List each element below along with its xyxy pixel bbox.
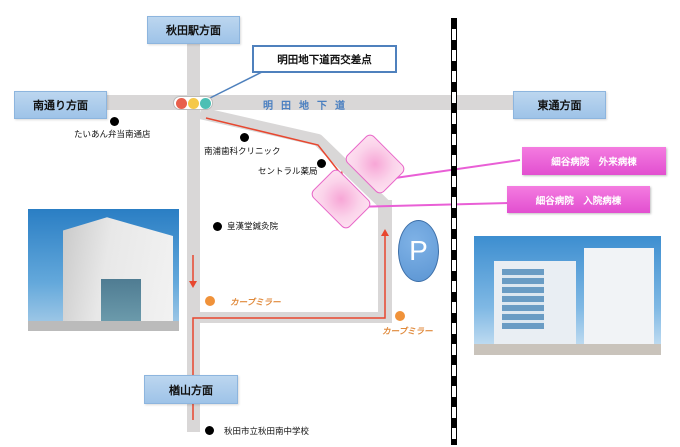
red-light — [175, 97, 187, 109]
poi-akita-minami-jhs: 秋田市立秋田南中学校 — [224, 427, 310, 437]
inpatient-ward-label: 細谷病院 入院病棟 — [507, 186, 650, 213]
poi-kokando-acupuncture: 皇漢堂鍼灸院 — [227, 222, 279, 232]
outpatient-ward-label: 細谷病院 外来病棟 — [522, 147, 666, 175]
glass-entrance — [101, 279, 141, 321]
poi-taian-bento: たいあん弁当南通店 — [74, 130, 151, 140]
road-surface — [28, 321, 179, 331]
parking-icon: P — [398, 220, 439, 282]
intersection-callout: 明田地下道西交差点 — [252, 45, 397, 73]
green-light — [199, 97, 211, 109]
road-label: 明田地下道 — [263, 101, 353, 112]
poi-marker-icon — [205, 426, 214, 435]
poi-marker-icon — [317, 159, 326, 168]
poi-minamiura-dental: 南浦歯科クリニック — [204, 147, 281, 157]
traffic-light-icon — [173, 96, 213, 110]
main-vertical-road — [187, 42, 200, 432]
direction-minami-dori: 南通り方面 — [14, 91, 107, 119]
railway-track — [451, 18, 457, 445]
curve-mirror-label: カーブミラー — [230, 298, 281, 308]
poi-marker-icon — [240, 133, 249, 142]
curve-mirror-icon — [205, 296, 215, 306]
direction-narayama: 楢山方面 — [144, 375, 238, 404]
poi-marker-icon — [110, 117, 119, 126]
curve-mirror-icon — [395, 311, 405, 321]
poi-marker-icon — [213, 222, 222, 231]
direction-akita-station: 秋田駅方面 — [147, 16, 240, 44]
hospital-photo-inpatient — [474, 236, 661, 355]
building-right — [584, 248, 654, 355]
building-left-glass — [502, 269, 544, 329]
building-base — [474, 344, 661, 355]
poi-central-pharmacy: セントラル薬局 — [258, 167, 318, 177]
curve-mirror-label: カーブミラー — [382, 327, 433, 337]
yellow-light — [187, 97, 199, 109]
direction-higashi-dori: 東通方面 — [513, 91, 606, 119]
hospital-photo-outpatient — [28, 209, 179, 331]
